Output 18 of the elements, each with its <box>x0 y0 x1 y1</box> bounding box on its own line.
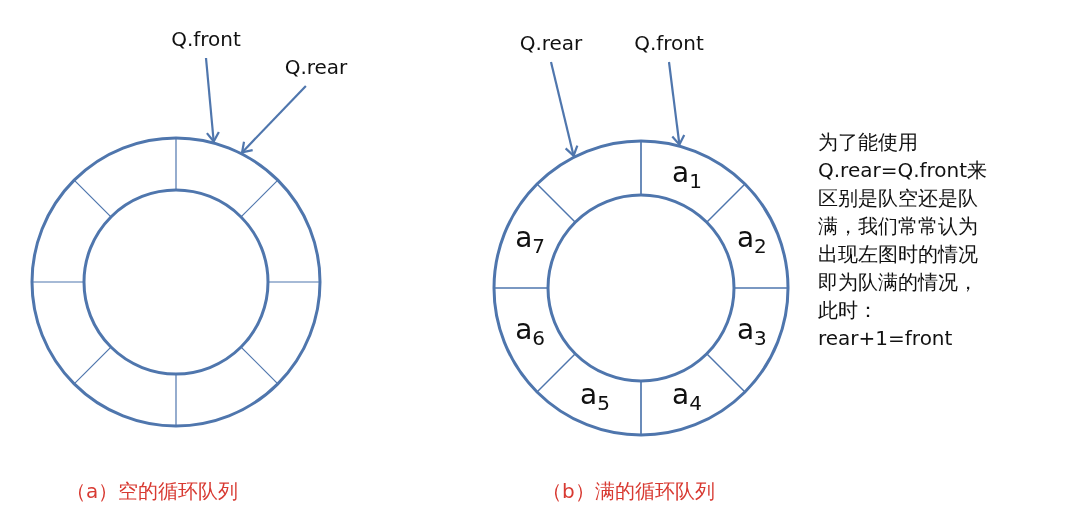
pointer-arrow <box>549 61 579 157</box>
pointer-arrow <box>667 61 686 146</box>
pointer-label: Q.front <box>633 30 705 56</box>
element-label: a$_{2}$ <box>736 221 767 261</box>
pointer-label: Q.rear <box>518 30 584 56</box>
pointer-arrow <box>204 57 220 143</box>
pointer-arrow <box>241 85 307 154</box>
pointer-label: Q.rear <box>283 54 349 80</box>
element-label: a$_{3}$ <box>736 313 767 353</box>
element-label: a$_{4}$ <box>671 378 702 418</box>
explanation-note: 为了能使用Q.rear=Q.front来区别是队空还是队满，我们常常认为出现左图时的情况即为队满的情况，此时：rear+1=front <box>818 129 989 352</box>
pointer-label: Q.front <box>170 26 242 52</box>
figure-caption: （b）满的循环队列 <box>542 478 715 504</box>
figure-caption: （a）空的循环队列 <box>66 478 239 504</box>
element-label: a$_{5}$ <box>580 378 610 418</box>
element-label: a$_{7}$ <box>515 221 546 261</box>
element-label: a$_{1}$ <box>671 156 702 196</box>
element-label: a$_{6}$ <box>515 313 546 353</box>
